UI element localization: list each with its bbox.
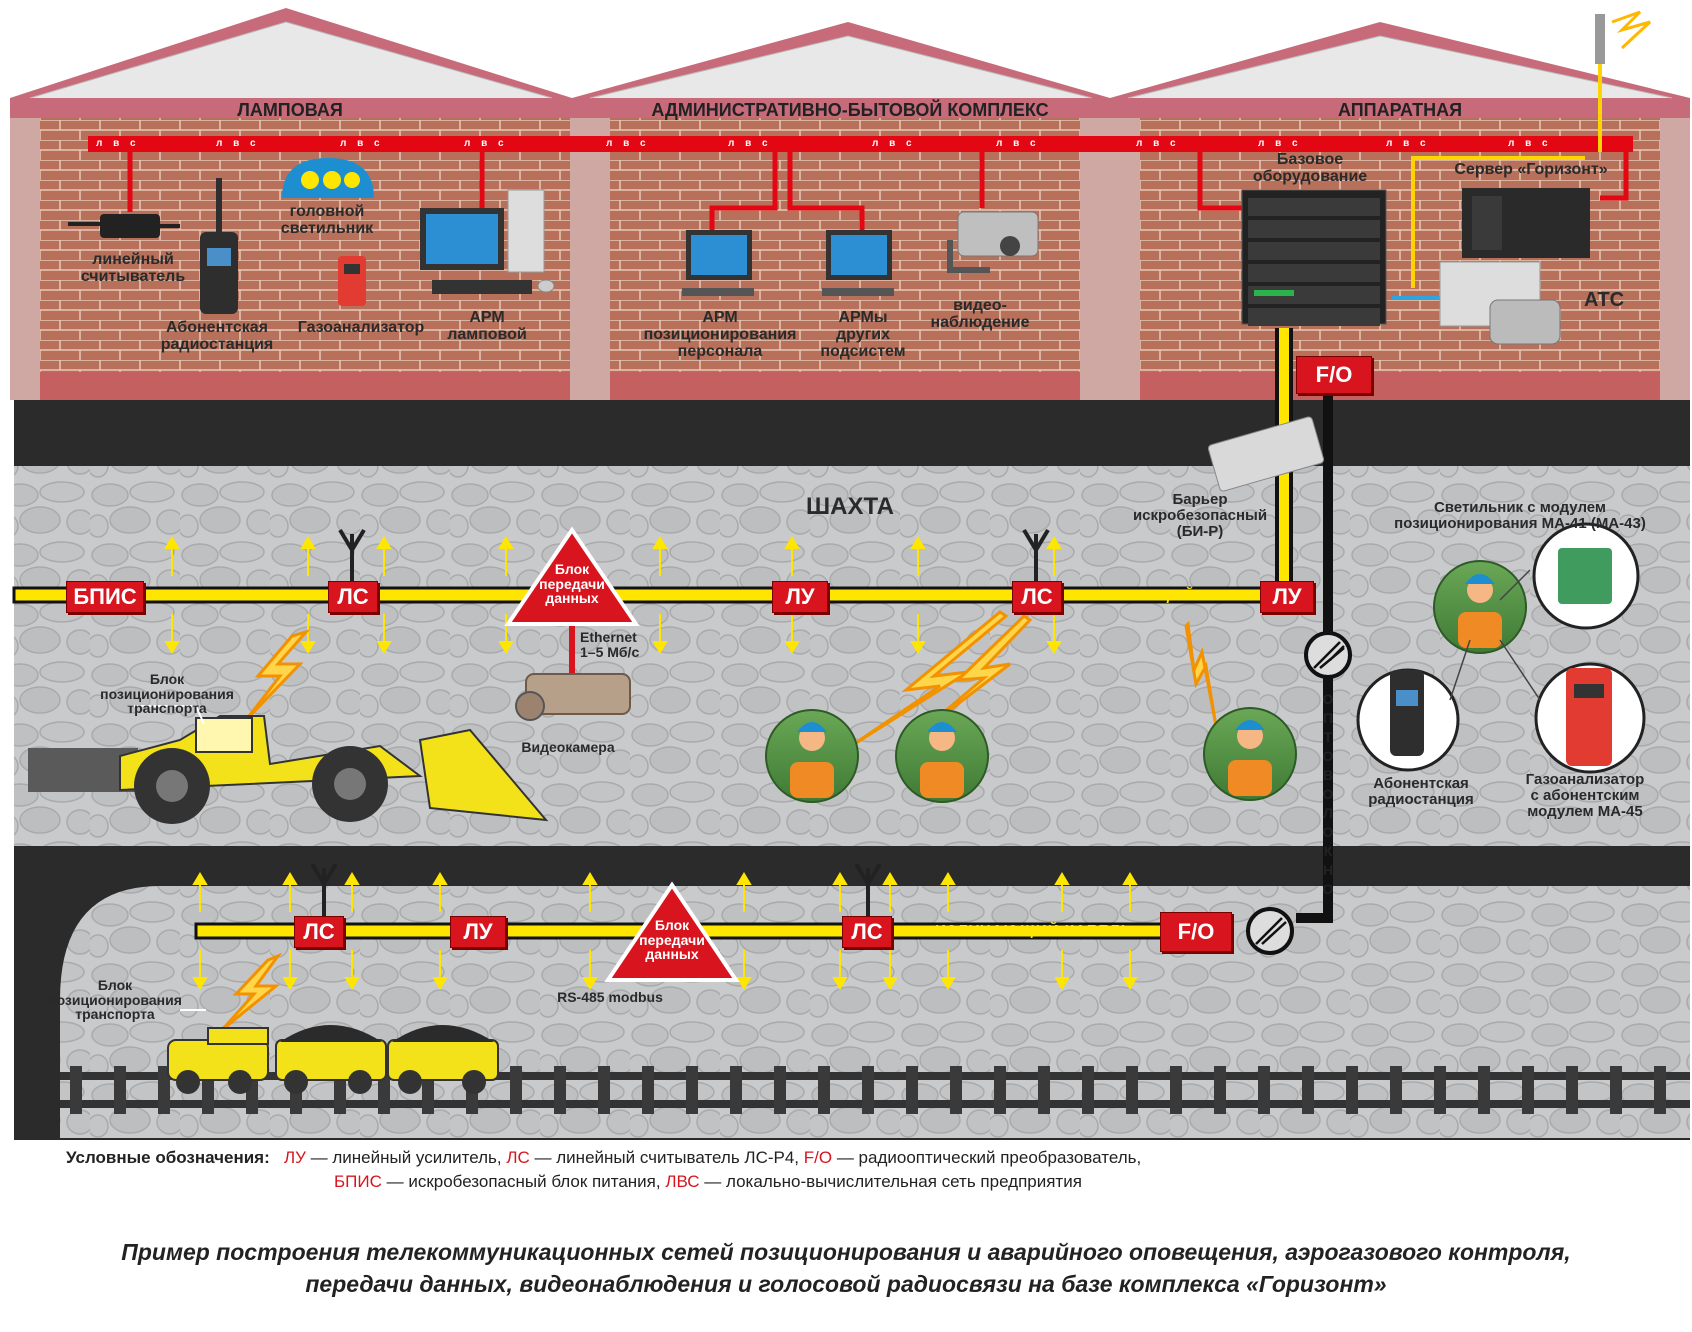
line-reader-icon [68,214,180,238]
video-surveillance-label: видео- наблюдение [930,297,1030,331]
lan-label-12: л в с [1508,138,1552,149]
fo-box-top: F/O [1296,356,1372,394]
base-equipment-icon [1241,189,1387,326]
lu-box-2: ЛУ [1260,581,1314,613]
legend-fo: F/O [803,1148,833,1167]
caption-line-1: Пример построения телекоммуникационных с… [121,1239,1571,1265]
server-label: Сервер «Горизонт» [1454,161,1608,178]
legend-lvs-text: — локально-вычислительная сеть предприят… [699,1172,1082,1191]
videocamera-icon [515,673,631,721]
caption-line-2: передачи данных, видеонаблюдения и голос… [305,1271,1387,1297]
building-lamp-label: ЛАМПОВАЯ [237,100,343,120]
radio-label: Абонентская радиостанция [1368,775,1474,808]
lu-box-3: ЛУ [450,916,506,948]
server-icon [1462,188,1590,258]
legend-bpis-text: — искробезопасный блок питания, [381,1172,666,1191]
legend-ls: ЛС [506,1148,530,1167]
pointer-lines [128,705,206,1011]
lan-label-5: л в с [606,138,650,149]
radio-icon [200,178,238,314]
caption: Пример построения телекоммуникационных с… [0,1236,1692,1300]
lan-label-9: л в с [1136,138,1180,149]
yellow-uplink [1392,10,1652,300]
gas-analyzer-label: Газоанализатор [297,319,425,336]
lu-box-1: ЛУ [772,581,828,613]
data-block-label-1: Блок передачи данных [539,561,605,607]
data-block-label-2: Блок передачи данных [639,917,705,963]
roofs [10,8,1690,118]
computer-lamp-icon [420,189,555,294]
lan-label-11: л в с [1386,138,1430,149]
lightning-bolts [220,610,1218,1032]
ls-box-2: ЛС [1012,581,1062,613]
head-lamp-label: головной светильник [280,203,374,237]
legend-lu: ЛУ [283,1148,306,1167]
rs485-label: RS-485 modbus [557,989,663,1005]
barrier-icon [1207,416,1325,492]
building-hardware-label: АППАРАТНАЯ [1337,100,1463,120]
barrier-label: Барьер искробезопасный (БИ-Р) [1132,491,1268,540]
lan-network [88,136,1633,236]
lan-label-7: л в с [872,138,916,149]
ls-box-1: ЛС [328,581,378,613]
arm-other-label: АРМы других подсистем [820,309,906,360]
arm-lamp-label: АРМ ламповой [447,309,527,343]
camera-surface-icon [947,211,1039,273]
line-reader-label: линейный считыватель [80,251,186,285]
bpis-box: БПИС [66,581,144,613]
legend-fo-text: — радиооптический преобразователь, [832,1148,1142,1167]
radiating-cable-label-1: ИЗЛУЧАЮЩИЙ КАБЕЛЬ [1070,587,1268,604]
computer-other-icon [822,230,894,296]
legend-line-2: БПИС — искробезопасный блок питания, ЛВС… [334,1172,1466,1192]
antennas [310,528,1050,916]
legend-lvs: ЛВС [665,1172,700,1191]
mine-train-icon [167,1025,499,1094]
fiber-line [1246,390,1352,955]
transport-block-label-2: Блок позиционирования транспорта [48,977,182,1023]
lan-label-4: л в с [464,138,508,149]
ats-label: АТС [1583,289,1625,311]
ats-icon [1439,261,1561,345]
ethernet-label: Ethernet 1–5 Мб/с [580,629,640,660]
lan-label-1: л в с [96,138,140,149]
gas-module-label: Газоанализатор с абонентским модулем МА-… [1525,771,1645,820]
data-block-triangles [504,526,740,982]
device-callouts [1356,522,1646,774]
lan-label-10: л в с [1258,138,1302,149]
ls-box-4: ЛС [842,916,892,948]
lan-label-6: л в с [728,138,772,149]
lan-label-3: л в с [340,138,384,149]
ls-box-3: ЛС [294,916,344,948]
legend-lu-text: — линейный усилитель, [305,1148,507,1167]
lan-label-2: л в с [216,138,260,149]
subscriber-radio-label: Абонентская радиостанция [160,319,274,353]
videocamera-label: Видеокамера [521,739,615,755]
head-lamp-icon [282,158,374,198]
legend-title: Условные обозначения: [66,1148,270,1167]
legend-line-1: Условные обозначения: ЛУ — линейный усил… [66,1148,1466,1168]
fo-box-bottom: F/O [1160,912,1232,952]
lamp-module-label: Светильник с модулем позиционирования МА… [1394,499,1646,532]
base-equipment-label: Базовое оборудование [1252,151,1368,185]
loader-vehicle-icon [28,715,549,824]
rails [60,1066,1690,1114]
legend: Условные обозначения: ЛУ — линейный усил… [66,1148,1466,1192]
radiating-cable-label-2: ИЗЛУЧАЮЩИЙ КАБЕЛЬ [934,922,1132,939]
gas-analyzer-icon [338,256,366,306]
signal-arrows [164,536,1138,990]
lan-label-8: л в с [996,138,1040,149]
transport-block-label-1: Блок позиционирования транспорта [100,671,234,717]
arm-positioning-label: АРМ позиционирования персонала [643,309,797,360]
mine-title: ШАХТА [806,493,894,520]
legend-ls-text: — линейный считыватель ЛС-Р4, [529,1148,804,1167]
building-admin-label: АДМИНИСТРАТИВНО-БЫТОВОЙ КОМПЛЕКС [651,100,1049,120]
computer-positioning-icon [682,230,754,296]
workers [765,560,1527,803]
legend-bpis: БПИС [334,1172,382,1191]
